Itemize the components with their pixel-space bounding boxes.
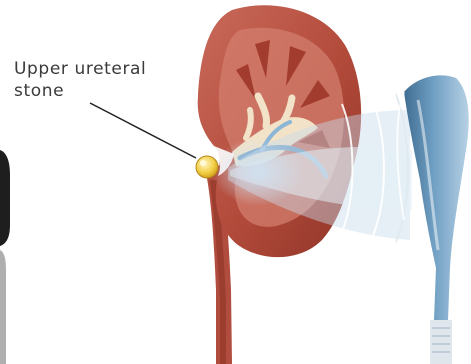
callout-leader-line xyxy=(90,103,196,158)
stone-marker xyxy=(196,156,218,178)
device-fragment-left xyxy=(0,150,10,364)
callout-label: Upper ureteral stone xyxy=(14,58,194,102)
callout-line-2: stone xyxy=(14,80,194,102)
callout-line-1: Upper ureteral xyxy=(14,58,194,80)
